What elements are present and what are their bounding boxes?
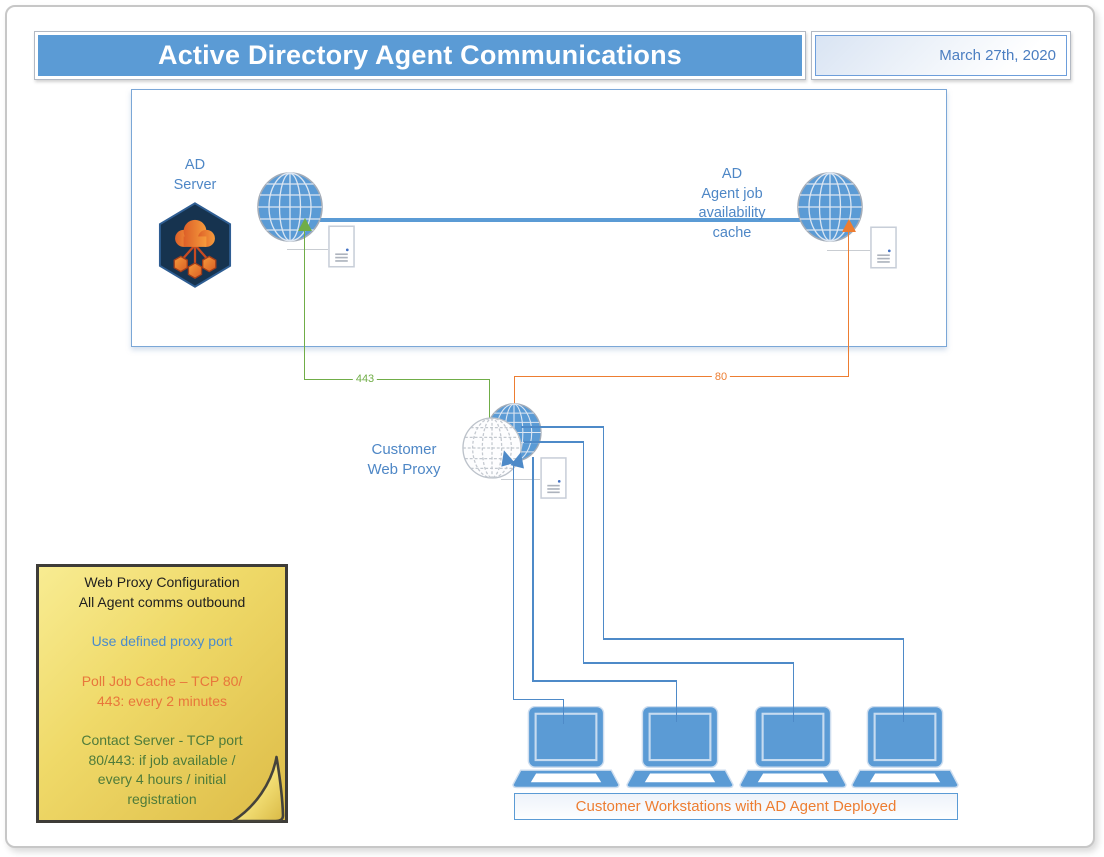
workstation-link-segment xyxy=(675,680,678,722)
note-contact-rule-line3: every 4 hours / initial xyxy=(97,771,227,787)
port-label-80: 80 xyxy=(711,370,731,383)
ad-server-label: AD Server xyxy=(173,157,217,193)
note-title-line1: Web Proxy Configuration xyxy=(84,574,240,590)
ad-server-cloud-badge-icon xyxy=(158,202,232,288)
workstation-link-segment xyxy=(582,441,585,663)
workstation-link-segment xyxy=(513,698,564,701)
cache-document-icon xyxy=(870,226,897,269)
note-title-line2: All Agent comms outbound xyxy=(78,594,246,610)
proxy-document-icon xyxy=(540,457,567,499)
green-connector-segment xyxy=(488,378,491,453)
workstation-laptop-icon xyxy=(626,706,734,790)
doc-connector-line xyxy=(287,249,328,251)
note-contact-rule-line2: 80/443: if job available / xyxy=(88,751,236,768)
doc-connector-line xyxy=(501,478,540,480)
workstation-link-segment xyxy=(532,457,534,681)
workstation-link-segment xyxy=(902,638,905,722)
workstation-link-segment xyxy=(512,461,515,699)
green-up-arrow-icon xyxy=(298,218,312,231)
workstations-caption-box: Customer Workstations with AD Agent Depl… xyxy=(514,793,958,820)
workstation-link-segment xyxy=(603,638,904,640)
workstation-link-segment xyxy=(521,426,604,428)
note-poll-rule-line1: Poll Job Cache – TCP 80/ xyxy=(81,673,243,689)
workstation-link-segment xyxy=(602,426,605,639)
cache-label: AD Agent job availability cache xyxy=(698,166,766,241)
ad-server-boundary-box xyxy=(131,89,947,347)
port-label-443: 443 xyxy=(352,373,378,385)
page-title: Active Directory Agent Communications xyxy=(38,35,802,76)
workstation-laptop-icon xyxy=(512,706,620,790)
workstation-link-segment xyxy=(792,662,795,722)
orange-connector-segment xyxy=(514,375,849,378)
workstation-link-segment xyxy=(524,441,584,443)
workstation-link-segment xyxy=(583,662,794,664)
web-proxy-config-note: Web Proxy Configuration All Agent comms … xyxy=(36,564,288,823)
green-connector-segment xyxy=(303,230,306,380)
note-contact-rule-line4: registration xyxy=(127,790,197,807)
date-box: March 27th, 2020 xyxy=(811,31,1071,80)
note-proxy-rule: Use defined proxy port xyxy=(91,633,233,649)
title-bar: Active Directory Agent Communications xyxy=(34,31,806,80)
workstation-link-segment xyxy=(562,699,565,724)
workstation-laptop-icon xyxy=(851,706,959,790)
date-label: March 27th, 2020 xyxy=(815,35,1067,76)
proxy-label: Customer Web Proxy xyxy=(367,441,441,478)
workstation-link-segment xyxy=(532,680,677,682)
folded-corner-icon xyxy=(231,755,285,822)
green-connector-segment xyxy=(303,378,490,381)
server-document-icon xyxy=(328,225,355,268)
orange-up-arrow-icon xyxy=(842,219,856,232)
server-cache-link-line xyxy=(320,218,802,222)
orange-connector-segment xyxy=(847,231,850,376)
note-contact-rule-line1: Contact Server - TCP port xyxy=(81,732,243,748)
note-poll-rule-line2: 443: every 2 minutes xyxy=(97,693,227,709)
ad-server-globe-icon xyxy=(257,172,323,242)
workstations-caption: Customer Workstations with AD Agent Depl… xyxy=(575,798,897,815)
